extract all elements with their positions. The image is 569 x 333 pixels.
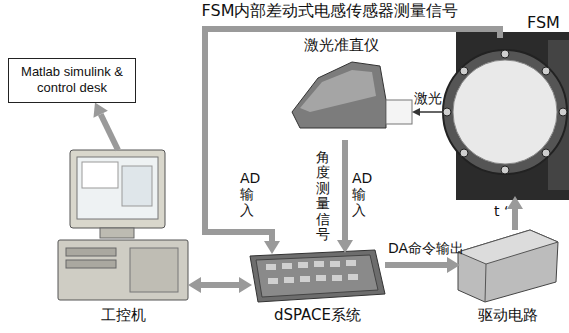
arrow-head bbox=[507, 196, 523, 209]
arrow-line bbox=[385, 262, 447, 268]
screen bbox=[77, 157, 158, 219]
signal-arrow bbox=[93, 103, 118, 151]
signal-arrow bbox=[507, 196, 523, 230]
arrow-line bbox=[342, 140, 348, 240]
part-label: 激光准直仪 bbox=[304, 36, 379, 54]
collimator-lens bbox=[386, 100, 412, 124]
part-label: 工控机 bbox=[58, 306, 188, 324]
screen-window bbox=[82, 162, 118, 188]
collimator-body bbox=[292, 62, 386, 128]
signal-label: FSM内部差动式电感传感器测量信号 bbox=[150, 2, 510, 20]
signal-label: t ‘ bbox=[494, 203, 508, 219]
dspace-box bbox=[250, 250, 385, 302]
laser-collimator: 激光准直仪 bbox=[290, 58, 412, 140]
fsm-mirror-unit: FSM bbox=[443, 38, 567, 196]
monitor bbox=[70, 150, 165, 228]
driver-box bbox=[458, 230, 558, 302]
fsm-bolts bbox=[443, 50, 567, 174]
fsm-ring bbox=[443, 50, 567, 174]
pc-case bbox=[58, 240, 188, 300]
driver-top bbox=[458, 230, 558, 264]
software-box: Matlab simulink & control desk bbox=[8, 58, 136, 103]
signal-label: AD 输入 bbox=[240, 170, 262, 218]
arrow-line bbox=[512, 209, 518, 230]
collimator-top bbox=[300, 70, 376, 112]
signal-label: AD 输入 bbox=[352, 170, 374, 218]
case-panel bbox=[130, 248, 178, 292]
drive-circuit: 驱动电路 bbox=[458, 228, 558, 302]
arrow-head bbox=[264, 241, 280, 254]
signal-label: DA命令输出 bbox=[388, 240, 464, 256]
arrow-head bbox=[337, 240, 353, 253]
part-label: 驱动电路 bbox=[458, 306, 558, 324]
box-text: Matlab simulink & control desk bbox=[13, 64, 131, 97]
arrow-line bbox=[420, 111, 443, 113]
fsm-mirror bbox=[453, 60, 557, 164]
dspace-panel bbox=[256, 255, 378, 297]
arrow-line bbox=[205, 29, 500, 241]
arrow-head bbox=[447, 257, 460, 273]
drive-bay bbox=[66, 248, 116, 256]
signal-arrow bbox=[205, 29, 500, 254]
screen-window bbox=[122, 166, 152, 206]
arrow-head bbox=[412, 108, 420, 116]
dspace-system: dSPACE系统 bbox=[250, 250, 385, 302]
part-label: dSPACE系统 bbox=[250, 306, 385, 324]
arrow-line bbox=[201, 282, 239, 288]
part-label: FSM bbox=[527, 14, 560, 32]
arrow-line bbox=[101, 114, 118, 150]
signal-arrow bbox=[412, 108, 443, 116]
signal-label: 角度测量信号 bbox=[316, 150, 330, 242]
signal-arrow bbox=[337, 140, 353, 253]
driver-edge bbox=[485, 264, 486, 302]
signal-label: 激光 bbox=[414, 90, 442, 106]
arrow-head bbox=[188, 277, 201, 293]
drive-bay bbox=[66, 260, 116, 268]
signal-arrow bbox=[385, 257, 460, 273]
ipc-computer: 工控机 bbox=[58, 150, 188, 300]
monitor-stand bbox=[100, 228, 134, 238]
arrow-head bbox=[93, 103, 107, 118]
signal-arrow bbox=[188, 277, 252, 293]
dspace-connectors bbox=[266, 260, 358, 284]
arrow-head bbox=[239, 277, 252, 293]
